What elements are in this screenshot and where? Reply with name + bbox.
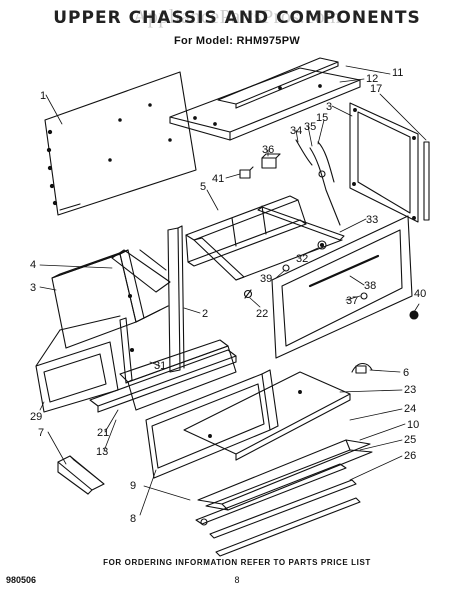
- part-lower-panel: [145, 369, 279, 479]
- callout-3-left: 3: [30, 282, 36, 294]
- part-bracket-small: [239, 153, 281, 179]
- callout-4: 4: [30, 259, 36, 271]
- callout-24: 24: [404, 403, 416, 415]
- part-base-plate: [183, 371, 351, 461]
- part-base-bracket: [119, 339, 237, 411]
- callout-17: 17: [370, 83, 382, 95]
- document-number: 980506: [6, 575, 37, 585]
- part-support-frame: [185, 195, 345, 281]
- callout-41: 41: [212, 173, 224, 185]
- callout-2: 2: [202, 308, 208, 320]
- part-wiring: [295, 139, 341, 226]
- part-plug: [351, 362, 373, 374]
- watermark: AppliancePartsPros.com: [132, 6, 342, 28]
- callout-36: 36: [262, 144, 274, 156]
- part-l-bracket: [57, 455, 105, 495]
- callout-26: 26: [404, 450, 416, 462]
- part-frame-gasket: [349, 102, 419, 223]
- part-fasteners: [243, 240, 419, 320]
- callout-21: 21: [97, 427, 109, 439]
- callout-37: 37: [346, 295, 358, 307]
- callout-23: 23: [404, 384, 416, 396]
- callout-12: 12: [366, 73, 378, 85]
- callout-31: 31: [154, 360, 166, 372]
- page-number: 8: [234, 575, 240, 585]
- callout-1: 1: [40, 90, 46, 102]
- part-long-rail: [89, 349, 237, 413]
- part-seal-strip: [423, 141, 430, 221]
- callout-10: 10: [407, 419, 419, 431]
- callout-labels: 1 2 3 3 4 5 6 7 8 9 10 11 12 13 15 17 21…: [30, 67, 426, 525]
- callout-3-right: 3: [326, 101, 332, 113]
- leader-lines: [39, 65, 427, 516]
- part-bottom-frame: [35, 315, 121, 413]
- callout-40: 40: [414, 288, 426, 300]
- part-back-panel: [44, 71, 197, 216]
- callout-38: 38: [364, 280, 376, 292]
- callout-9: 9: [130, 480, 136, 492]
- part-front-panel: [271, 215, 413, 359]
- ordering-note: FOR ORDERING INFORMATION REFER TO PARTS …: [103, 558, 371, 567]
- callout-13: 13: [96, 446, 108, 458]
- callout-34: 34: [290, 125, 302, 137]
- part-trough: [197, 439, 373, 511]
- callout-35: 35: [304, 121, 316, 133]
- callout-7: 7: [38, 427, 44, 439]
- callout-22: 22: [256, 308, 268, 320]
- callout-11: 11: [392, 67, 403, 79]
- diagram-title: UPPER CHASSIS AND COMPONENTS: [53, 8, 421, 28]
- callout-39: 39: [260, 273, 272, 285]
- callout-29: 29: [30, 411, 42, 423]
- callout-5: 5: [200, 181, 206, 193]
- callout-8: 8: [130, 513, 136, 525]
- part-top-strip: [217, 57, 339, 109]
- callout-15: 15: [316, 112, 328, 124]
- callout-6: 6: [403, 367, 409, 379]
- callout-25: 25: [404, 434, 416, 446]
- callout-33: 33: [366, 214, 378, 226]
- model-line: For Model: RHM975PW: [173, 35, 301, 47]
- callout-32: 32: [296, 253, 308, 265]
- part-left-housing: [51, 225, 185, 384]
- part-bottom-rails: [195, 463, 361, 557]
